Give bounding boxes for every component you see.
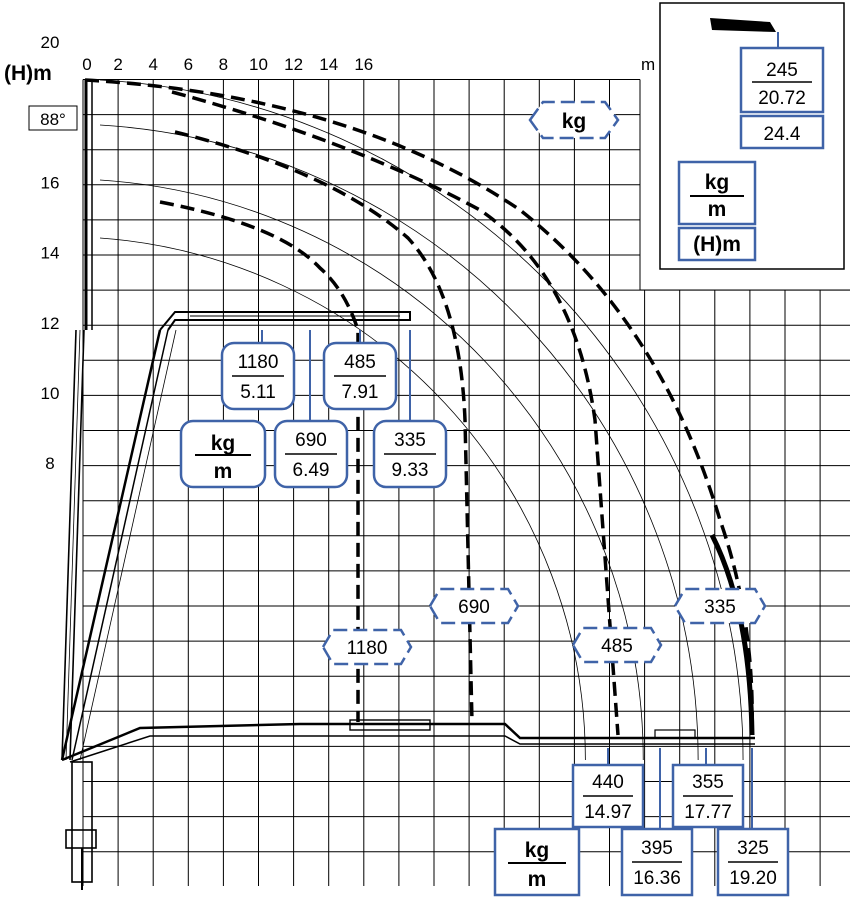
curve-tag-label: 690	[458, 597, 490, 618]
load-m: 14.97	[584, 802, 632, 823]
curve-tag-label: 485	[601, 636, 633, 657]
lower-load-box: 325 19.20	[716, 748, 790, 897]
y-tick-label: 10	[41, 384, 60, 403]
reach-arc	[99, 237, 586, 761]
load-m: 19.20	[729, 868, 777, 889]
kg-tag: kg	[528, 100, 620, 140]
upper-load-box: 690 6.49	[273, 330, 349, 489]
x-tick-label: 6	[184, 55, 193, 74]
y-axis-title: (H)m	[4, 62, 52, 85]
load-kg: 440	[592, 772, 624, 793]
load-kg: 1180	[238, 352, 279, 373]
legend-hm: (H)m	[693, 233, 741, 256]
boom-tip-icon	[710, 18, 776, 32]
load-m: 6.49	[293, 460, 330, 481]
lower-load-box: 440 14.97	[571, 748, 645, 829]
upper-load-box: 485 7.91	[322, 330, 398, 411]
upper-load-box: 1180 5.11	[220, 330, 296, 411]
y-tick-label: 8	[45, 454, 54, 473]
upper-unit-m: m	[214, 460, 233, 483]
load-kg: 485	[344, 352, 376, 373]
crane-drawing	[60, 80, 755, 890]
upper-unit-box: kg m	[179, 419, 267, 489]
lower-unit-kg: kg	[525, 839, 550, 862]
upper-load-boxes: 1180 5.11 690 6.49 485 7.91 335 9.33	[220, 330, 448, 489]
x-tick-label: 0	[82, 55, 91, 74]
y-tick-label: 14	[41, 244, 60, 263]
x-tick-label: 14	[319, 55, 338, 74]
load-m: 5.11	[240, 382, 276, 403]
lower-load-box: 355 17.77	[671, 748, 745, 829]
upper-load-box: 335 9.33	[372, 330, 448, 489]
load-m: 9.33	[392, 460, 429, 481]
lower-load-box: 395 16.36	[620, 748, 694, 897]
x-tick-label: 16	[354, 55, 373, 74]
y-tick-label: 20	[41, 33, 60, 52]
x-tick-label: 12	[284, 55, 303, 74]
kg-tag-label: kg	[562, 110, 587, 133]
load-m: 17.77	[684, 802, 732, 823]
y-axis-labels: 8101214161820	[41, 33, 60, 473]
load-m: 7.91	[342, 382, 379, 403]
curve-tag-label: 335	[704, 597, 736, 618]
x-axis-unit: m	[641, 55, 655, 74]
load-kg: 690	[295, 430, 327, 451]
tip-reach: 20.72	[758, 88, 806, 109]
curve-tag-485: 485	[571, 626, 663, 664]
y-tick-label: 16	[41, 173, 60, 192]
load-kg: 325	[737, 838, 769, 859]
lower-unit-m: m	[528, 868, 547, 891]
upper-unit-kg: kg	[211, 432, 236, 455]
curve-tag-label: 1180	[347, 638, 388, 659]
load-curve-485	[171, 90, 620, 736]
load-kg: 355	[692, 772, 724, 793]
legend-kg: kg	[705, 171, 730, 194]
legend-panel: 245 20.72 24.4 kg m (H)m	[659, 2, 845, 270]
y-tick-label: 12	[41, 314, 60, 333]
x-axis-labels: 0 2 4 6 8 10 12 14 16	[82, 55, 373, 74]
curve-tag-1180: 1180	[321, 628, 413, 666]
load-kg: 335	[394, 430, 426, 451]
curve-tag-335: 335	[673, 587, 767, 625]
load-m: 16.36	[633, 868, 681, 889]
x-tick-label: 2	[113, 55, 122, 74]
load-kg: 395	[641, 838, 673, 859]
x-tick-label: 10	[249, 55, 268, 74]
tip-height: 24.4	[764, 124, 801, 145]
angle-label-box: 88°	[28, 105, 78, 131]
x-tick-label: 4	[148, 55, 157, 74]
lower-unit-box: kg m	[493, 827, 581, 897]
load-curve-690	[174, 130, 474, 723]
angle-label: 88°	[40, 110, 66, 129]
tip-load: 245	[766, 60, 798, 81]
curve-tag-690: 690	[428, 587, 520, 625]
x-tick-label: 8	[219, 55, 228, 74]
legend-m: m	[708, 198, 727, 221]
curve-tags: 1180 690 485 335	[321, 587, 767, 666]
